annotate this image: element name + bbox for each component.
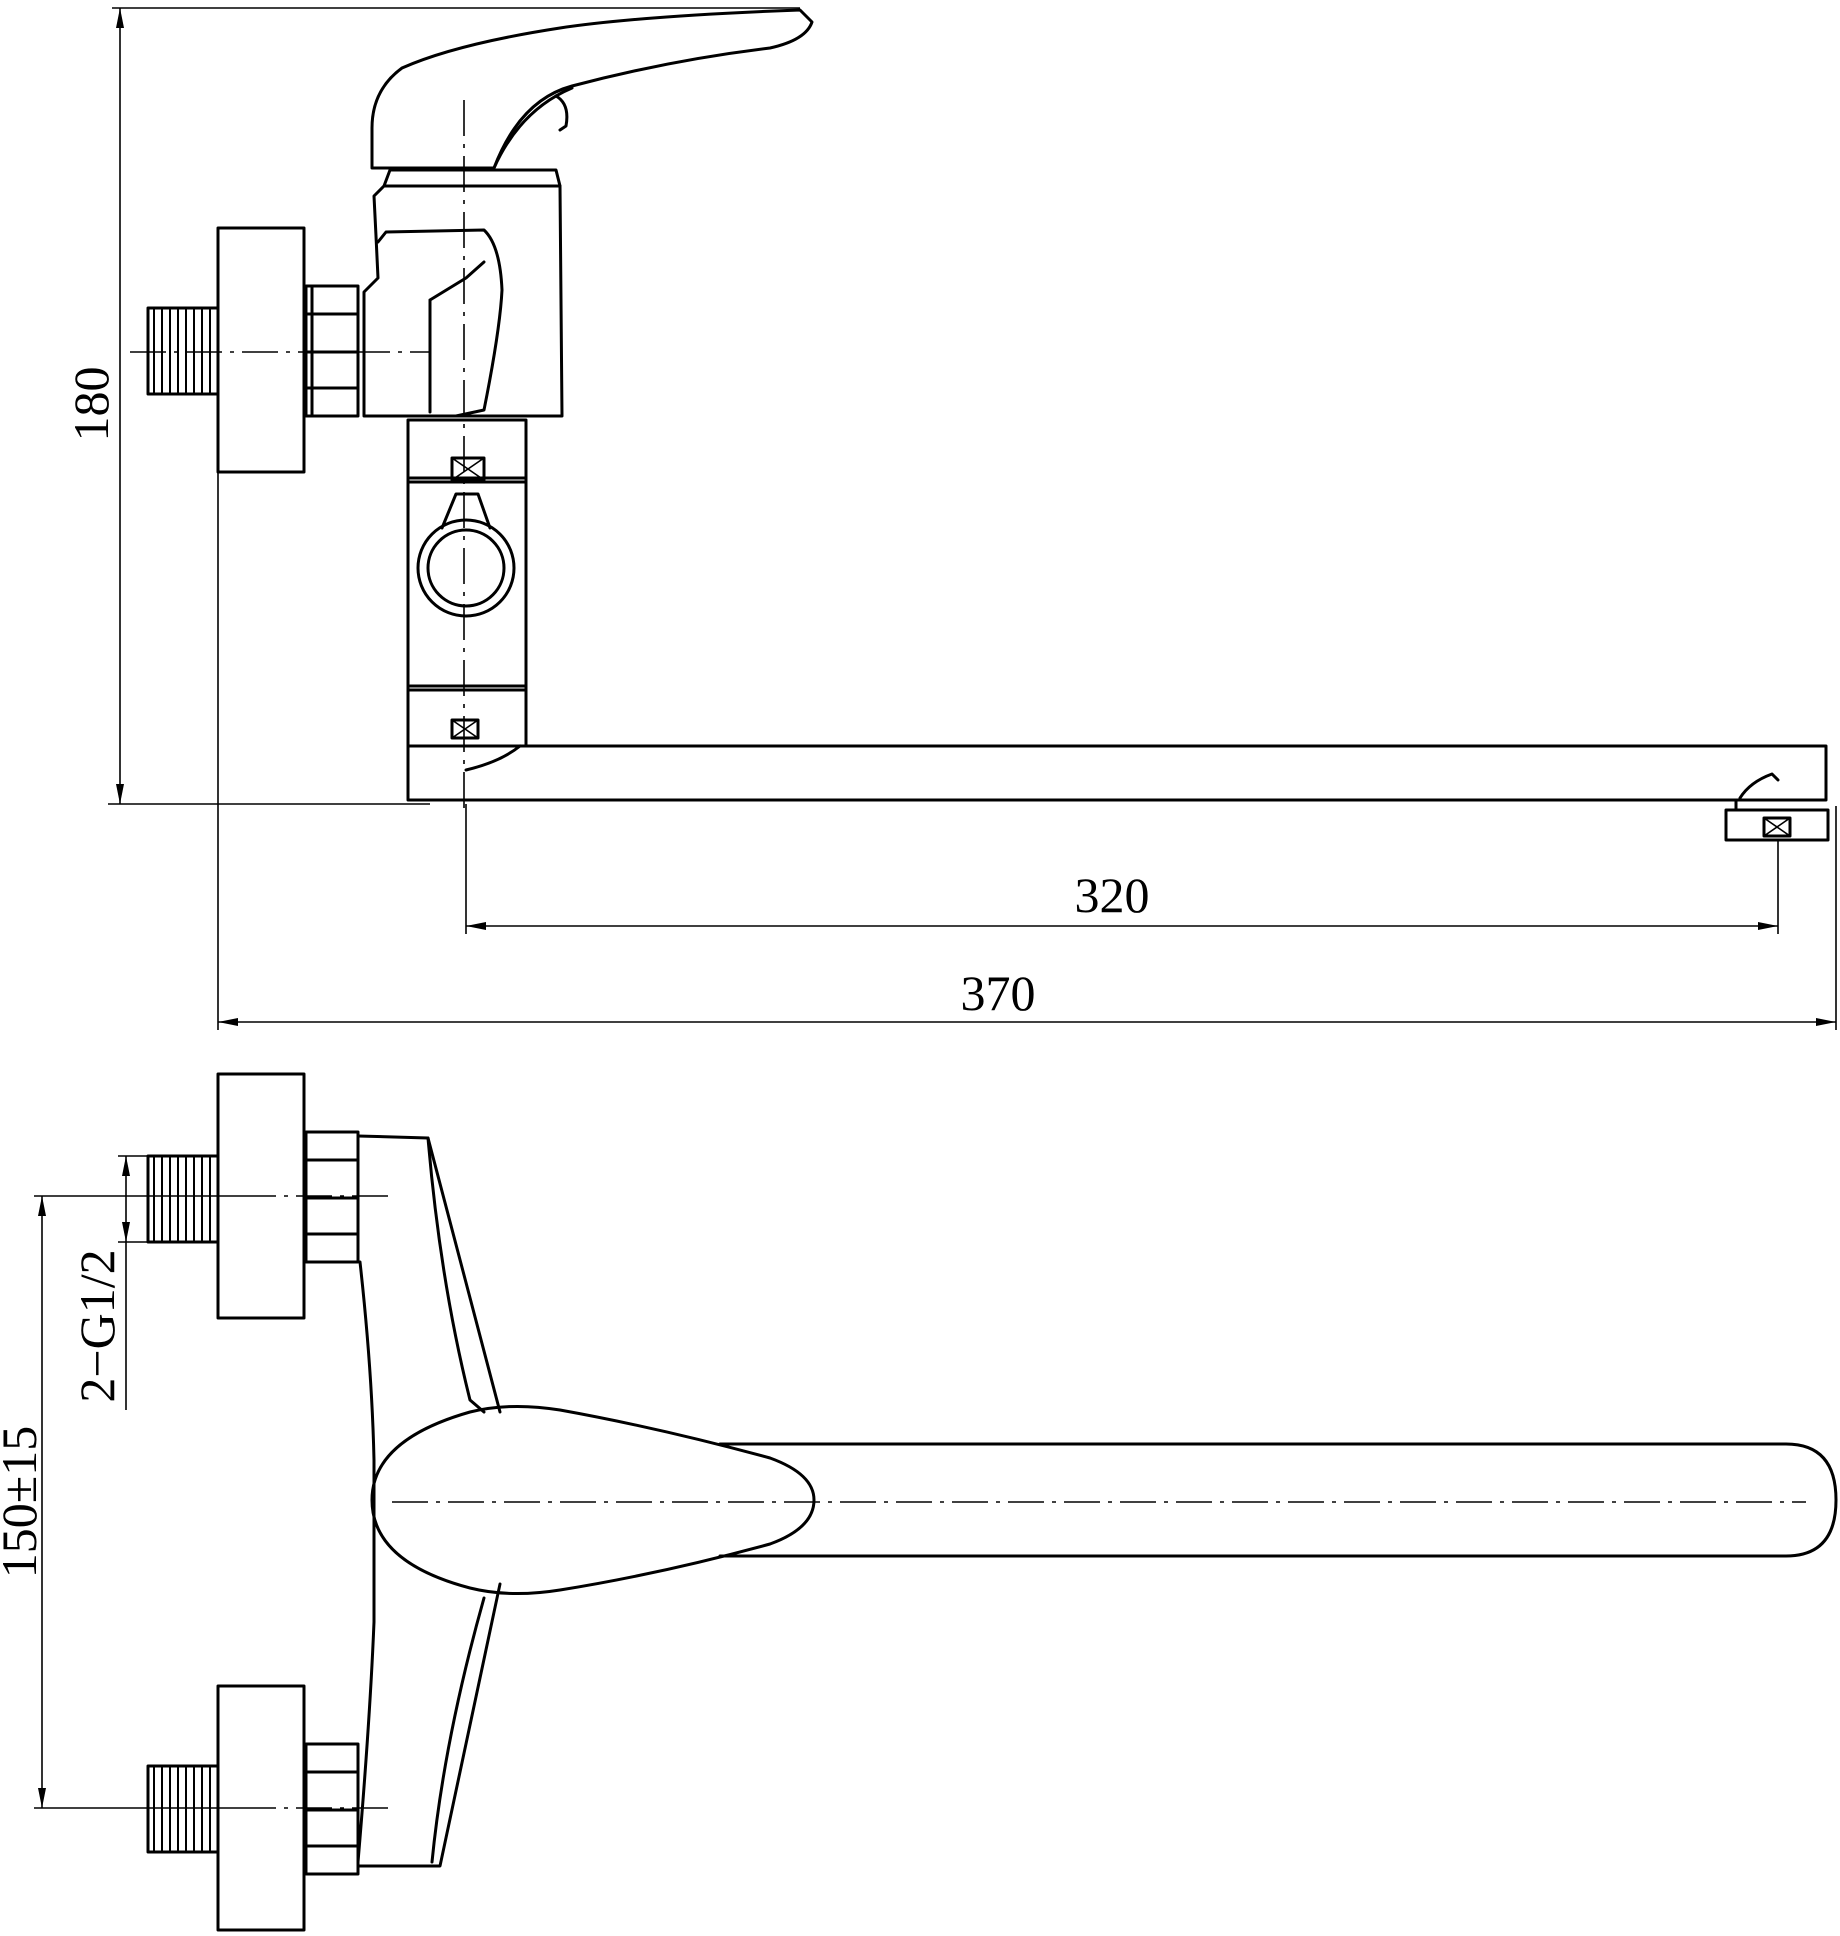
- lower-threaded-inlet: [146, 1764, 220, 1854]
- dimension-180: 180: [63, 7, 800, 805]
- dimension-thread: 2−G1/2: [69, 1155, 148, 1410]
- upper-threaded-inlet: [146, 1154, 220, 1244]
- spout-top-view: [718, 1442, 1838, 1558]
- height-label: 180: [63, 367, 119, 442]
- upper-hex-nut: [304, 1130, 360, 1264]
- wall-flange: [216, 226, 306, 474]
- lever-handle-top: [370, 1404, 816, 1596]
- inlet-spacing-label: 150±15: [0, 1426, 47, 1578]
- threaded-inlet: [146, 306, 220, 396]
- thread-spec-label: 2−G1/2: [69, 1249, 125, 1402]
- dimension-spacing: 150±15: [0, 1195, 240, 1809]
- upper-arm: [356, 1134, 502, 1414]
- lever-handle: [370, 8, 814, 170]
- top-view: 2−G1/2 150±15: [0, 1072, 1838, 1932]
- lower-hex-nut: [304, 1742, 360, 1876]
- side-view: 180 320 370: [63, 7, 1837, 1030]
- lower-arm: [356, 1582, 502, 1868]
- dimension-370: 370: [217, 472, 1837, 1030]
- cartridge: [406, 418, 528, 748]
- mixer-body: [362, 184, 564, 418]
- dimension-320: 320: [465, 804, 1779, 934]
- hex-nut: [304, 284, 360, 418]
- overall-length-label: 370: [961, 965, 1036, 1021]
- spout-reach-label: 320: [1075, 867, 1150, 923]
- spout: [406, 744, 1830, 842]
